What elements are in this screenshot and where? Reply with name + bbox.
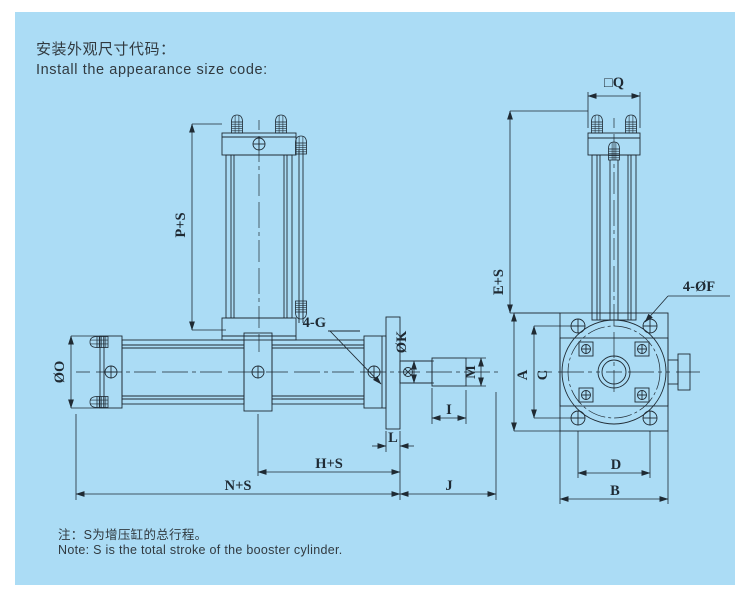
front-view-dimensions <box>68 123 497 500</box>
leader-4-G <box>328 330 382 385</box>
dim-label-L: L <box>388 430 398 446</box>
dim-label-D: D <box>611 457 621 473</box>
title-english: Install the appearance size code: <box>36 62 268 78</box>
dim-label-J: J <box>445 478 452 494</box>
dim-label-4-G: 4-G <box>303 315 326 331</box>
side-view-dimensions <box>507 92 730 504</box>
drawing-sheet <box>15 12 735 585</box>
dim-label-M: M <box>463 365 479 379</box>
note-english: Note: S is the total stroke of the boost… <box>58 543 343 557</box>
side-view-vertical-cylinder <box>587 114 641 392</box>
title-chinese: 安装外观尺寸代码： <box>36 41 176 58</box>
dim-label-P-S: P+S <box>173 212 189 237</box>
dim-label-H-S: H+S <box>315 456 343 472</box>
dim-label-I: I <box>446 402 452 418</box>
dim-label-N-S: N+S <box>225 478 252 494</box>
front-view-horizontal-cylinder <box>76 332 500 412</box>
side-view-mount-flange <box>538 312 700 432</box>
dim-label-A: A <box>515 369 531 380</box>
note-chinese: 注：S为增压缸的总行程。 <box>58 528 208 542</box>
dim-label-Q: □Q <box>604 75 624 91</box>
dim-label-C: C <box>535 370 551 380</box>
front-view-vertical-cylinder <box>221 114 307 352</box>
dim-label-O: ØO <box>52 361 68 384</box>
dim-label-K: ØK <box>394 330 410 353</box>
dim-label-4-F: 4-ØF <box>683 279 715 295</box>
dim-label-E-S: E+S <box>491 269 507 295</box>
dim-label-B: B <box>610 483 620 499</box>
